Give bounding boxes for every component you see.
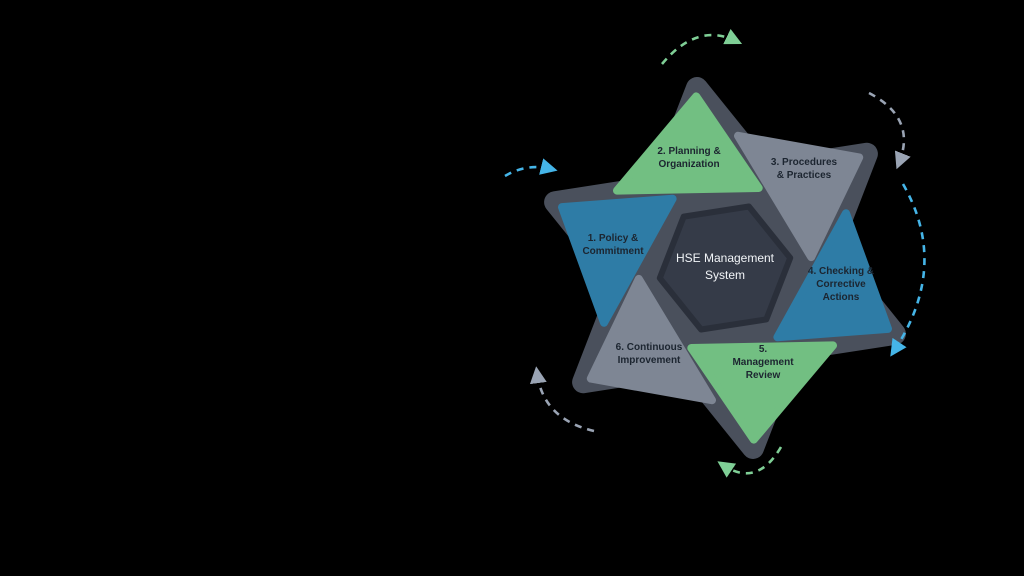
checking-corrective-label-line2: Corrective <box>816 279 866 290</box>
dashed-arrow-top-right-gray <box>868 91 911 170</box>
continuous-improvement-label-line2: Improvement <box>618 355 681 366</box>
center-label: HSE Management System <box>676 251 775 282</box>
triangle-labels: 1. Policy & Commitment 2. Planning & Org… <box>582 146 874 381</box>
triangle-planning-organization <box>613 92 763 195</box>
cycle-arrows <box>504 28 926 478</box>
center-label-line2: System <box>705 268 745 282</box>
triangle-checking-corrective-actions <box>773 209 892 342</box>
management-review-label-line2: Management <box>732 357 794 368</box>
management-review-label-line3: Review <box>746 370 781 381</box>
policy-commitment-label-line2: Commitment <box>582 246 644 257</box>
policy-commitment-label-line1: 1. Policy & <box>588 233 639 244</box>
center-hexagon <box>656 203 794 333</box>
triangle-policy-commitment <box>558 194 677 327</box>
triangle-continuous-improvement <box>586 274 716 405</box>
dashed-arrow-top-green <box>661 28 743 65</box>
continuous-improvement-label-line1: 6. Continuous <box>616 342 683 353</box>
planning-organization-label-line2: Organization <box>658 159 719 170</box>
dashed-arrow-left-blue <box>504 158 558 178</box>
dashed-arrow-bottom-left-gray <box>529 366 595 433</box>
checking-corrective-label-line1: 4. Checking & <box>808 266 874 277</box>
management-review-label-line1: 5. <box>759 344 768 355</box>
center-label-line1: HSE Management <box>676 251 775 265</box>
triangle-management-review <box>687 341 837 444</box>
planning-organization-label-line1: 2. Planning & <box>657 146 720 157</box>
checking-corrective-label-line3: Actions <box>823 292 860 303</box>
procedures-practices-label-line2: & Practices <box>777 170 832 181</box>
procedures-practices-label-line1: 3. Procedures <box>771 157 838 168</box>
triangle-procedures-practices <box>734 131 864 262</box>
